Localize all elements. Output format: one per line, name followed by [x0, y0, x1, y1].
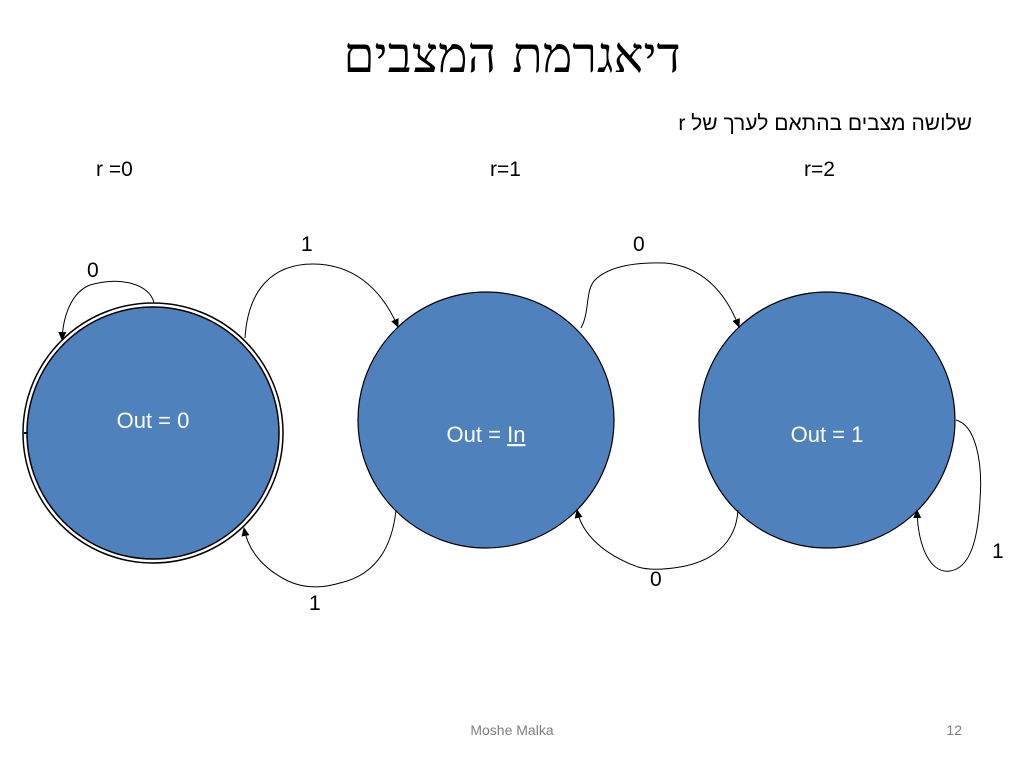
transition-r0-r1: [244, 263, 399, 339]
page-number: 12: [946, 722, 962, 738]
transition-r1-r0: [241, 509, 397, 588]
transition-r1-r0-label: 1: [309, 592, 321, 615]
transition-r1-r2: [580, 262, 740, 329]
transition-r0-r0-label: 0: [87, 259, 99, 282]
state-r2: Out = 1: [698, 291, 956, 549]
state-label-r2: r=2: [804, 158, 835, 181]
state-label-r0: r =0: [96, 158, 133, 181]
transition-r2-r2-label: 1: [992, 540, 1004, 563]
state-r2-circle: [698, 291, 956, 549]
slide-subtitle: שלושה מצבים בהתאם לערך של r: [678, 112, 972, 135]
state-r0-outer-ring: [22, 302, 284, 564]
transition-r2-r1: [574, 509, 739, 570]
transition-r2-r1-label: 0: [650, 568, 662, 591]
state-label-r1: r=1: [490, 158, 521, 181]
transition-r1-r2-label: 0: [633, 233, 645, 256]
transition-r0-r1-label: 1: [301, 233, 313, 256]
state-r0-circle: [26, 306, 280, 560]
transition-r0-r0: [58, 280, 155, 341]
state-r0: Out = 0: [22, 302, 284, 564]
footer-author: Moshe Malka: [470, 722, 554, 738]
state-r2-output: Out = 1: [791, 422, 864, 447]
state-r1-output: Out = In: [447, 422, 526, 447]
state-r1: Out = In: [357, 291, 615, 549]
transition-r2-r2: [913, 419, 982, 572]
state-r1-circle: [357, 291, 615, 549]
state-r0-output: Out = 0: [117, 408, 190, 433]
slide-title: דיאגרמת המצבים: [343, 26, 681, 84]
